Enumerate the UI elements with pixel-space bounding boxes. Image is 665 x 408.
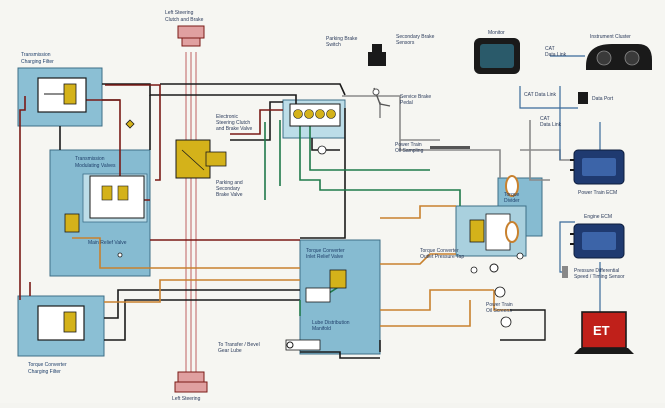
power-train-ecm: [570, 149, 625, 185]
tc-outlet-label-1: Torque Converter: [420, 248, 459, 254]
monitor-label: Monitor: [488, 30, 505, 36]
parking-brake-valve-label-2: Secondary: [216, 186, 240, 192]
trans-charging-filter-label-1: Transmission: [21, 52, 51, 58]
left-steering-bottom-label: Left Steering: [172, 396, 201, 402]
trans-modulating-valves-label-2: Modulating Valves: [75, 163, 116, 169]
torque-divider-label-1: Torque: [504, 192, 520, 198]
engine-ecm: [570, 223, 625, 259]
service-brake-pedal-label-1: Service Brake: [400, 94, 431, 100]
transfer-gear-label-2: Gear Lube: [218, 348, 242, 354]
parking-brake-valve-label-3: Brake Valve: [216, 192, 243, 198]
service-brake-pedal-label-2: Pedal: [400, 100, 413, 106]
monitor-display: [474, 38, 520, 74]
data-port-label: Data Port: [592, 96, 614, 102]
brake-manifold: [289, 103, 341, 155]
power-train-ecm-label: Power Train ECM: [578, 190, 617, 196]
data-port: [578, 92, 588, 104]
parking-brake-switch: [368, 44, 386, 66]
transfer-gear-fitting: [285, 339, 321, 351]
secondary-brake-sensors-label-1: Secondary Brake: [396, 34, 435, 40]
service-brake-pedal: [372, 87, 391, 107]
speed-timing-sensor: [562, 266, 568, 278]
power-train-oil-label-2: Oil Sampling: [395, 148, 424, 154]
tc-outlet-label-2: Outlet Pressure Tap: [420, 254, 464, 260]
modulating-valves: [64, 175, 145, 233]
left-steering-connector-top: [177, 25, 205, 47]
parking-brake-valve-label-1: Parking and: [216, 180, 243, 186]
tc-charging-filter-label-1: Torque Converter: [28, 362, 67, 368]
lube-distribution-manifold: [305, 269, 347, 303]
tc-inlet-valve-label-1: Torque Converter: [306, 248, 345, 254]
trans-charging-filter-label-2: Charging Filter: [21, 59, 54, 65]
steering-valve-label-3: and Brake Valve: [216, 126, 253, 132]
cat-data-link2-label-2: Data Link: [540, 122, 562, 128]
left-steering-connector-bottom: [174, 371, 208, 393]
tc-charging-filter-label-2: Charging Filter: [28, 369, 61, 375]
power-train-oil-label-1: Power Train: [395, 142, 422, 148]
cat-data-link-label: CAT Data Link: [524, 92, 557, 98]
black-pressure-lines: [59, 83, 381, 359]
junction-markers: [117, 119, 524, 274]
torque-converter-charging-filter: [37, 305, 85, 341]
left-steering-top-label-1: Left Steering: [165, 10, 194, 16]
steering-valve-label-1: Electronic: [216, 114, 238, 120]
steering-clutch-brake-valve: [175, 139, 227, 179]
cat-data-link2-label-1: CAT: [540, 116, 550, 122]
torque-divider-label-2: Divider: [504, 198, 520, 204]
pressure-sensor-label-1: Pressure Differential: [574, 268, 619, 274]
lube-distribution-label-1: Lube Distribution: [312, 320, 350, 326]
et-label: ET: [593, 323, 610, 338]
oil-sampling-port: [430, 146, 470, 149]
oil-screens-label-2: Oil Screens: [486, 308, 512, 314]
torque-converter-outlet-valve: [469, 175, 519, 273]
left-steering-top-label-2: Clutch and Brake: [165, 17, 204, 23]
transmission-charging-filter: [37, 77, 87, 113]
oil-screens-label-1: Power Train: [486, 302, 513, 308]
cat-data-link-top-label-2: Data Link: [545, 52, 567, 58]
instrument-cluster-label: Instrument Cluster: [590, 34, 631, 40]
transfer-gear-label-1: To Transfer / Bevel: [218, 342, 260, 348]
et-laptop: [574, 311, 634, 354]
tc-inlet-valve-label-2: Inlet Relief Valve: [306, 254, 343, 260]
secondary-brake-sensors-label-2: Sensors: [396, 40, 415, 46]
parking-brake-switch-label-2: Switch: [326, 42, 341, 48]
cat-data-link-top-label-1: CAT: [545, 46, 555, 52]
lube-distribution-label-2: Manifold: [312, 326, 331, 332]
power-train-oil-screens: [494, 286, 512, 328]
steering-valve-label-2: Steering Clutch: [216, 120, 250, 126]
instrument-cluster: [586, 44, 652, 70]
pressure-sensor-label-2: Speed / Timing Sensor: [574, 274, 625, 280]
parking-brake-switch-label-1: Parking Brake: [326, 36, 358, 42]
screen-return-line: [500, 309, 546, 341]
trans-modulating-valves-label-1: Transmission: [75, 156, 105, 162]
orange-lines: [72, 205, 510, 327]
main-relief-valve-label: Main Relief Valve: [88, 240, 127, 246]
engine-ecm-label: Engine ECM: [584, 214, 612, 220]
left-steering-line: [185, 52, 197, 372]
